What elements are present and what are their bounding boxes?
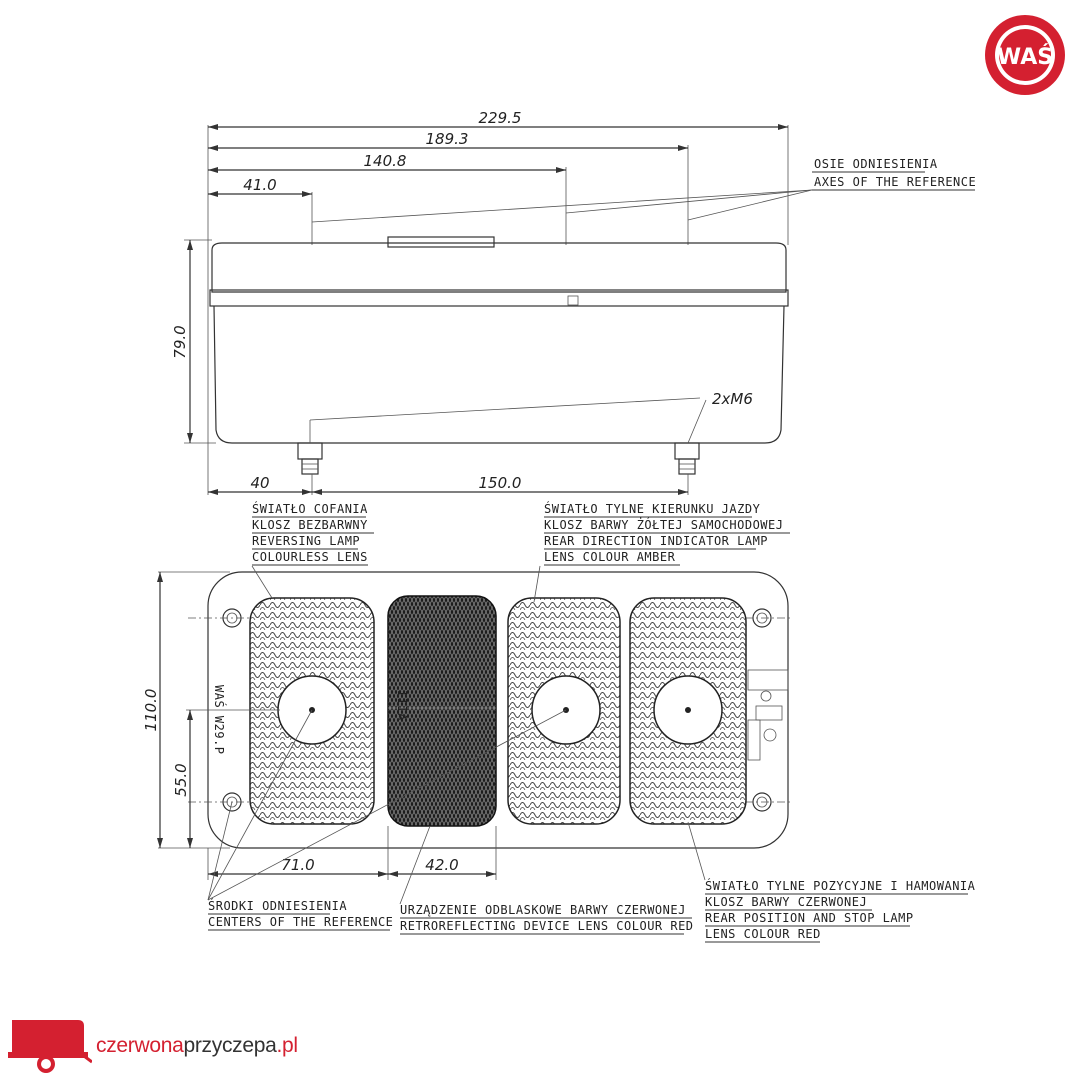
lens-mark-reflector: IIIA — [395, 690, 409, 721]
dim-140: 140.8 — [364, 152, 407, 170]
retroreflector-lens: IIIA — [387, 595, 497, 827]
was-logo-text: WAŚ — [997, 44, 1053, 70]
dim-150: 150.0 — [479, 474, 522, 492]
dim-42: 42.0 — [425, 856, 458, 874]
top-view: 229.5 189.3 140.8 41.0 OSIE ODNIESIENIA … — [171, 109, 976, 495]
label-indicator-line4: LENS COLOUR AMBER — [544, 550, 676, 564]
label-position-line1: ŚWIATŁO TYLNE POZYCYJNE I HAMOWANIA — [705, 878, 976, 893]
dim-110: 110.0 — [142, 689, 160, 732]
label-retro-line1: URZĄDZENIE ODBLASKOWE BARWY CZERWONEJ — [400, 903, 686, 917]
label-indicator-line3: REAR DIRECTION INDICATOR LAMP — [544, 534, 768, 548]
dim-overall: 229.5 — [479, 109, 522, 127]
housing-body — [213, 305, 785, 444]
label-position-line2: KLOSZ BARWY CZERWONEJ — [705, 895, 867, 909]
ref-axes-en: AXES OF THE REFERENCE — [814, 175, 976, 189]
brand-part2: przyczepa — [183, 1034, 277, 1057]
bolt-left — [297, 442, 323, 475]
label-position-line4: LENS COLOUR RED — [705, 927, 821, 941]
mounting-holes — [188, 608, 790, 812]
label-centers: ŚRODKI ODNIESIENIA CENTERS OF THE REFERE… — [208, 898, 393, 931]
ref-axes-pl: OSIE ODNIESIENIA — [814, 157, 938, 171]
dim-55: 55.0 — [172, 763, 190, 796]
label-indicator-line2: KLOSZ BARWY ŻÓŁTEJ SAMOCHODOWEJ — [544, 517, 783, 532]
label-reversing-line4: COLOURLESS LENS — [252, 550, 368, 564]
lens-mark-left: WAŚ W29.P — [212, 685, 227, 755]
label-retroreflector: URZĄDZENIE ODBLASKOWE BARWY CZERWONEJ RE… — [400, 903, 694, 935]
dim-height: 79.0 — [171, 325, 189, 358]
label-indicator-line1: ŚWIATŁO TYLNE KIERUNKU JAZDY — [544, 501, 761, 516]
label-position-line3: REAR POSITION AND STOP LAMP — [705, 911, 914, 925]
bolt-right — [674, 442, 700, 475]
label-reversing-line3: REVERSING LAMP — [252, 534, 360, 548]
label-reversing: ŚWIATŁO COFANIA KLOSZ BEZBARWNY REVERSIN… — [252, 501, 374, 566]
housing-rim — [209, 289, 789, 307]
label-reversing-line1: ŚWIATŁO COFANIA — [252, 501, 368, 516]
label-indicator: ŚWIATŁO TYLNE KIERUNKU JAZDY KLOSZ BARWY… — [544, 501, 790, 566]
label-reversing-line2: KLOSZ BEZBARWNY — [252, 518, 368, 532]
brand-text: czerwonaprzyczepa.pl — [96, 1034, 298, 1058]
brand-part3: .pl — [276, 1034, 299, 1057]
label-retro-line2: RETROREFLECTING DEVICE LENS COLOUR RED — [400, 919, 694, 933]
dim-41: 41.0 — [243, 176, 276, 194]
was-logo: WAŚ — [985, 15, 1065, 95]
dim-71: 71.0 — [281, 856, 314, 874]
label-centers-line2: CENTERS OF THE REFERENCE — [208, 915, 393, 929]
label-position-stop: ŚWIATŁO TYLNE POZYCYJNE I HAMOWANIA KLOS… — [705, 878, 976, 943]
reversing-lamp-lens — [249, 597, 375, 825]
czerwonaprzyczepa-brand: czerwonaprzyczepa.pl — [8, 1020, 348, 1080]
front-view: WAŚ W29.P IIIA — [142, 501, 976, 943]
label-centers-line1: ŚRODKI ODNIESIENIA — [208, 898, 347, 913]
approval-marks — [747, 669, 789, 761]
dim-40: 40 — [250, 474, 269, 492]
trailer-icon — [8, 1020, 93, 1073]
bolts-label: 2xM6 — [712, 390, 753, 408]
position-stop-lamp-lens — [629, 597, 747, 825]
dim-189: 189.3 — [426, 130, 469, 148]
brand-part1: czerwona — [96, 1034, 184, 1057]
